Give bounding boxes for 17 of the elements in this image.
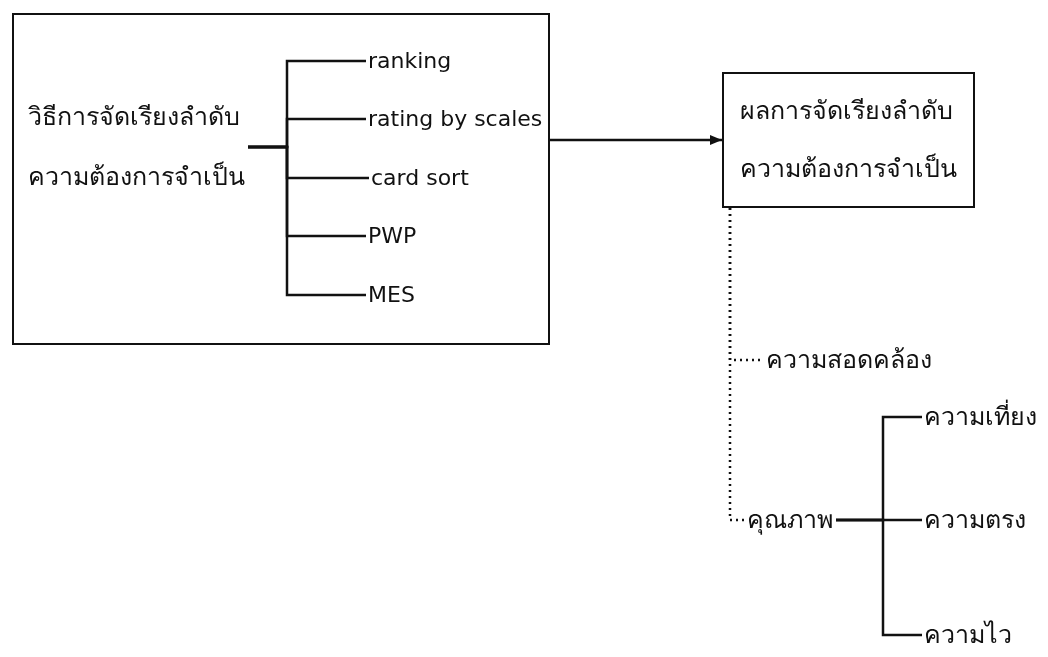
node-label: PWP (368, 221, 417, 251)
node-label: MES (368, 280, 415, 310)
dotted-connector (728, 208, 745, 522)
arrow (550, 135, 722, 145)
node-label: ความไว (924, 605, 1012, 657)
node-label: ความตรง (924, 490, 1026, 550)
result-box: ผลการจัดเรียงลำดับ ความต้องการจำเป็น (722, 72, 975, 208)
connector-line (248, 145, 366, 297)
node-label: คุณภาพ (747, 490, 833, 550)
node-label: card sort (371, 163, 469, 193)
node-label: ความเที่ยง (924, 387, 1037, 447)
connector-line (836, 518, 922, 637)
node-label: วิธีการจัดเรียงลำดับ ความต้องการจำเป็น (28, 87, 245, 207)
node-label: ranking (368, 46, 452, 76)
method-box (12, 13, 550, 345)
node-label: rating by scales (368, 104, 543, 134)
node-label: ความสอดคล้อง (766, 330, 932, 390)
